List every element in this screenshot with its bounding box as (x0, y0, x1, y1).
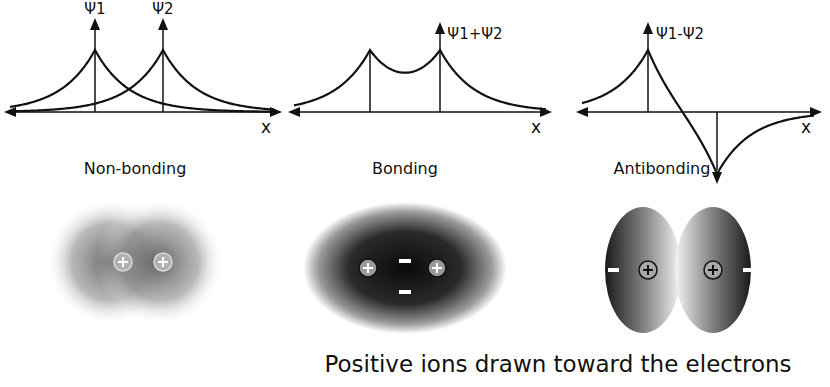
panel-title: Bonding (372, 160, 438, 178)
wavefunction-curve (10, 50, 274, 112)
axis-line (716, 112, 718, 170)
wavefunction-curve (582, 50, 814, 174)
caption: Positive ions drawn toward the electrons (324, 352, 791, 377)
axis-line (94, 22, 96, 112)
wavefunction-curve (294, 50, 546, 109)
arrowhead (435, 22, 445, 34)
bonding-cloud (303, 202, 507, 334)
nonbonding-clouds (46, 198, 224, 326)
arrowhead (643, 22, 653, 34)
axis-line (369, 50, 371, 112)
ion-symbol (154, 253, 172, 271)
axis-line (580, 111, 818, 113)
ion-symbol (639, 261, 657, 279)
axis-label: x (801, 118, 811, 137)
ion-symbols (114, 253, 722, 279)
axis-line (162, 22, 164, 112)
axis-label: x (531, 118, 541, 137)
ion-symbol (359, 259, 377, 277)
axis-line (439, 26, 441, 112)
arrowhead (90, 18, 100, 30)
ion-symbol (704, 261, 722, 279)
axis-label: x (261, 118, 271, 137)
wavefunction-plots (4, 18, 822, 184)
axis-line (647, 26, 649, 112)
axis-label: Ψ1-Ψ2 (656, 26, 704, 43)
panel-title: Antibonding (614, 160, 711, 178)
electron-symbols (399, 259, 754, 294)
axis-label: Ψ1 (84, 1, 105, 18)
arrowhead (158, 18, 168, 30)
panel-title: Non-bonding (84, 160, 187, 178)
antibonding-lobe (605, 207, 681, 333)
axis-label: Ψ2 (152, 1, 173, 18)
arrowhead (576, 107, 588, 117)
antibonding-lobe (675, 207, 751, 333)
axis-line (292, 111, 548, 113)
ion-symbol (428, 259, 446, 277)
ion-symbol (114, 253, 132, 271)
wavefunction-curve (10, 50, 274, 111)
axis-label: Ψ1+Ψ2 (447, 26, 502, 43)
arrowhead (288, 107, 300, 117)
